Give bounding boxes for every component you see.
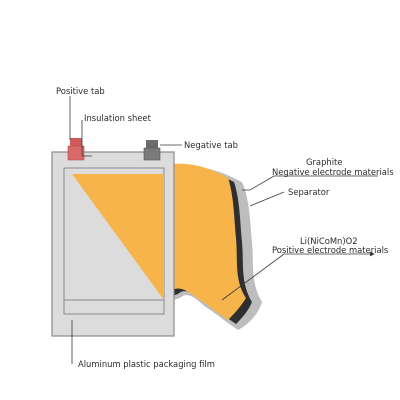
negative-electrode-label: Negative electrode materials — [272, 167, 394, 177]
graphite-leader — [242, 175, 378, 191]
negative-tab-label: Negative tab — [184, 140, 238, 150]
positive-electrode-leader — [221, 253, 285, 301]
negative-tab-insulation — [143, 147, 161, 161]
packaging-outline — [51, 151, 175, 337]
positive-electrode-label: Positive electrode materials — [272, 245, 389, 255]
insulation-sheet-leader — [81, 120, 92, 157]
positive-tab-insulation — [67, 145, 85, 161]
insulation-sheet-label: Insulation sheet — [84, 113, 151, 123]
packaging-film-label: Aluminum plastic packaging film — [78, 359, 215, 369]
cathode-formula-label: Li(NiCoMn)O2 — [300, 236, 358, 246]
separator-label: Separator — [288, 187, 330, 197]
positive-electrode-layer — [162, 163, 246, 320]
positive-tab-metal — [70, 138, 82, 146]
positive-electrode-sheet — [72, 174, 164, 300]
graphite-label: Graphite — [306, 157, 343, 167]
positive-tab-label: Positive tab — [56, 86, 105, 96]
separator-leader — [249, 191, 285, 207]
negative-tab-metal — [146, 140, 158, 148]
